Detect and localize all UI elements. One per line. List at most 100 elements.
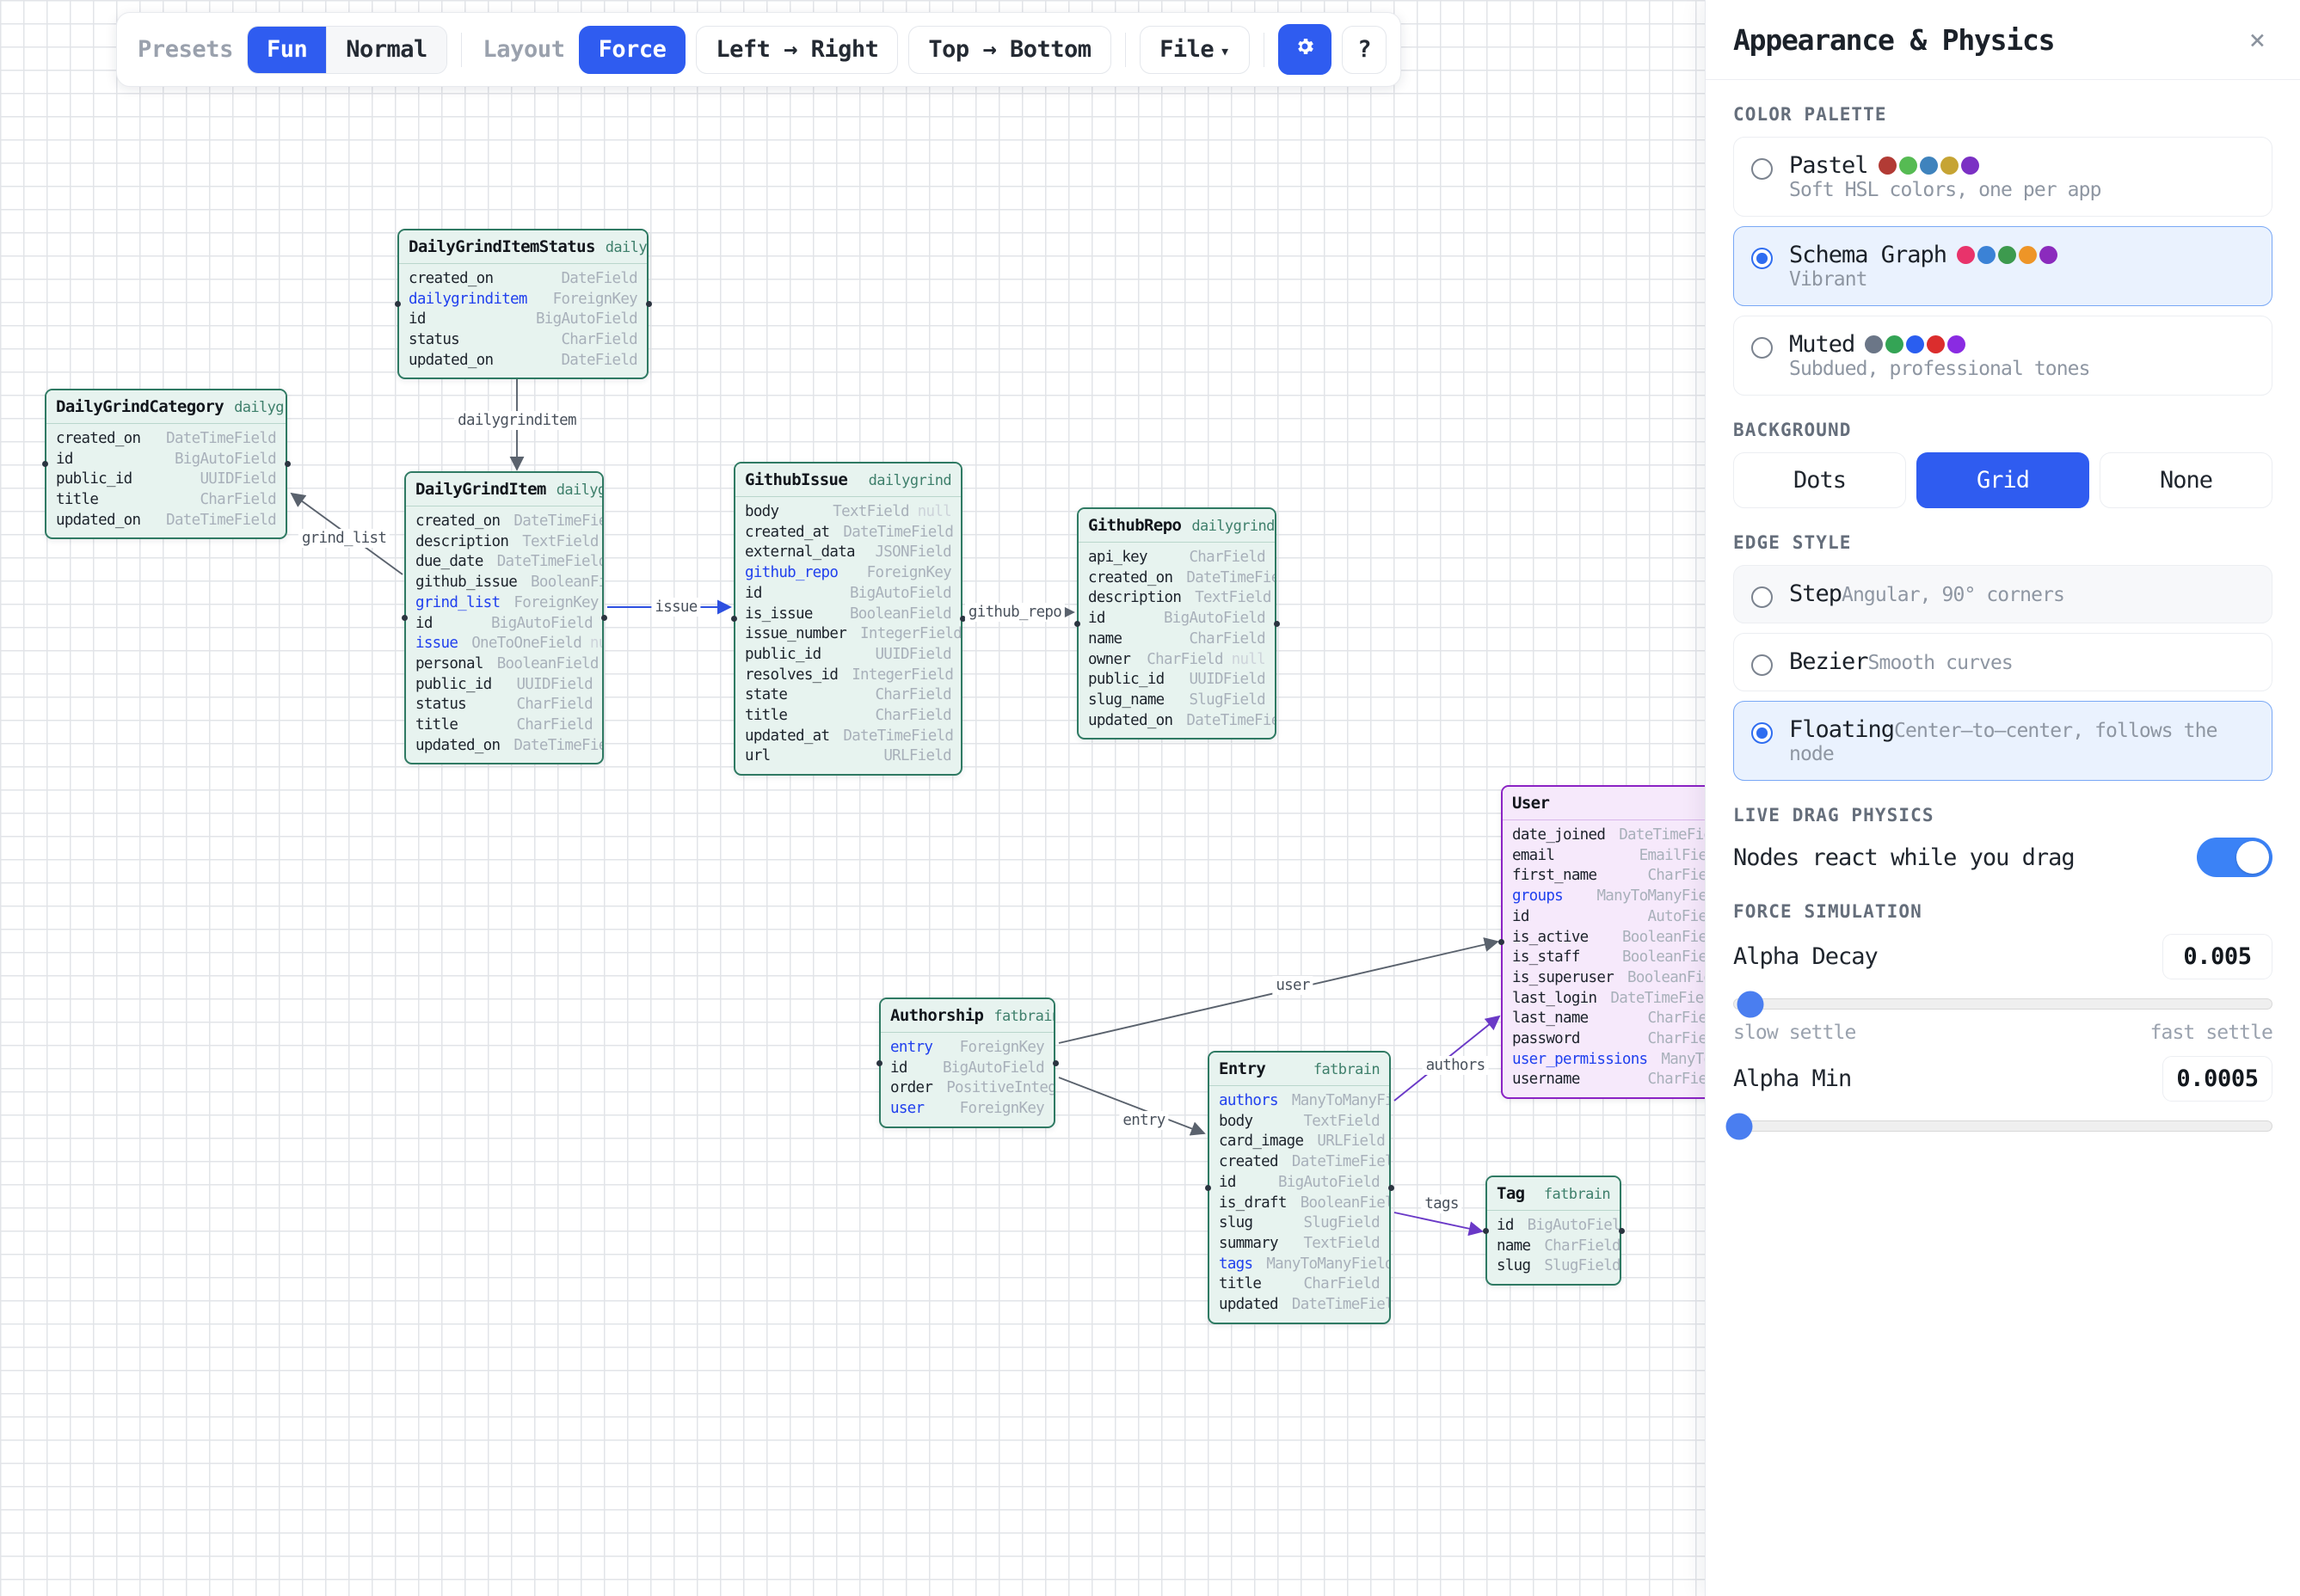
- schema-node-dailygrinditemstatus[interactable]: DailyGrindItemStatusdailygrindcreated_on…: [397, 229, 649, 380]
- node-port-left[interactable]: [41, 461, 48, 467]
- node-port-left[interactable]: [730, 616, 737, 622]
- slider-value-input[interactable]: 0.0005: [2162, 1056, 2272, 1102]
- radio-icon[interactable]: [1751, 337, 1773, 359]
- slider-value-input[interactable]: 0.005: [2162, 934, 2272, 979]
- node-field[interactable]: usernameCharField: [1512, 1070, 1705, 1090]
- layout-top-bottom-button[interactable]: Top → Bottom: [908, 25, 1111, 74]
- node-port-right[interactable]: [284, 461, 291, 467]
- node-port-right[interactable]: [1052, 1059, 1059, 1066]
- radio-icon[interactable]: [1751, 586, 1773, 608]
- node-port-left[interactable]: [401, 615, 408, 621]
- slider-track[interactable]: [1733, 991, 2272, 1017]
- radio-icon[interactable]: [1751, 654, 1773, 676]
- edge-style-option-bezier[interactable]: BezierSmooth curves: [1733, 633, 2272, 691]
- slider-track[interactable]: [1725, 1113, 2272, 1139]
- node-field[interactable]: idAutoField: [1512, 907, 1705, 928]
- node-port-left[interactable]: [1073, 620, 1080, 627]
- node-field[interactable]: is_staffBooleanField: [1512, 948, 1705, 968]
- node-field[interactable]: authorsManyToManyField: [1219, 1091, 1389, 1112]
- node-field[interactable]: date_joinedDateTimeField: [1512, 826, 1705, 846]
- help-button[interactable]: ?: [1342, 25, 1387, 74]
- node-port-left[interactable]: [1482, 1227, 1489, 1234]
- node-field[interactable]: groupsManyToManyField: [1512, 887, 1705, 907]
- preset-fun-button[interactable]: Fun: [248, 26, 327, 73]
- edge-style-option-floating[interactable]: FloatingCenter–to–center, follows the no…: [1733, 701, 2272, 781]
- graph-canvas[interactable]: DailyGrindItemStatusdailygrindcreated_on…: [0, 0, 1705, 1596]
- file-menu-button[interactable]: File▾: [1140, 25, 1250, 74]
- schema-node-dailygrinditem[interactable]: DailyGrindItemdailygrindcreated_onDateTi…: [404, 471, 604, 765]
- node-field[interactable]: orderPositiveIntegerField: [890, 1078, 1054, 1099]
- node-port-left[interactable]: [1497, 939, 1504, 945]
- slider-thumb[interactable]: [1737, 991, 1764, 1017]
- schema-node-dailygrindcategory[interactable]: DailyGrindCategorydailygrindcreated_onDa…: [45, 389, 287, 540]
- edge-style-option-step[interactable]: StepAngular, 90° corners: [1733, 565, 2272, 623]
- node-port-right[interactable]: [1273, 620, 1280, 627]
- settings-button[interactable]: [1278, 24, 1332, 76]
- background-none-button[interactable]: None: [2100, 452, 2272, 508]
- node-port-right[interactable]: [645, 301, 652, 307]
- radio-icon[interactable]: [1751, 248, 1773, 269]
- node-field[interactable]: user_permissionsManyToManyField: [1512, 1050, 1705, 1071]
- schema-node-entry[interactable]: EntryfatbrainauthorsManyToManyFieldbodyT…: [1208, 1051, 1391, 1324]
- node-field[interactable]: emailEmailField: [1512, 846, 1705, 867]
- preset-normal-button[interactable]: Normal: [326, 26, 446, 73]
- node-field[interactable]: is_draftBooleanField: [1219, 1193, 1389, 1213]
- node-port-right[interactable]: [1387, 1184, 1394, 1191]
- live-drag-toggle[interactable]: [2197, 838, 2272, 877]
- slider-thumb[interactable]: [1725, 1113, 1753, 1139]
- node-field[interactable]: is_superuserBooleanField: [1512, 968, 1705, 989]
- node-field[interactable]: last_loginDateTimeField null: [1512, 989, 1705, 1010]
- schema-node-user[interactable]: Userdate_joinedDateTimeFieldemailEmailFi…: [1501, 785, 1705, 1099]
- node-port-left[interactable]: [1204, 1184, 1211, 1191]
- node-port-left[interactable]: [876, 1059, 882, 1066]
